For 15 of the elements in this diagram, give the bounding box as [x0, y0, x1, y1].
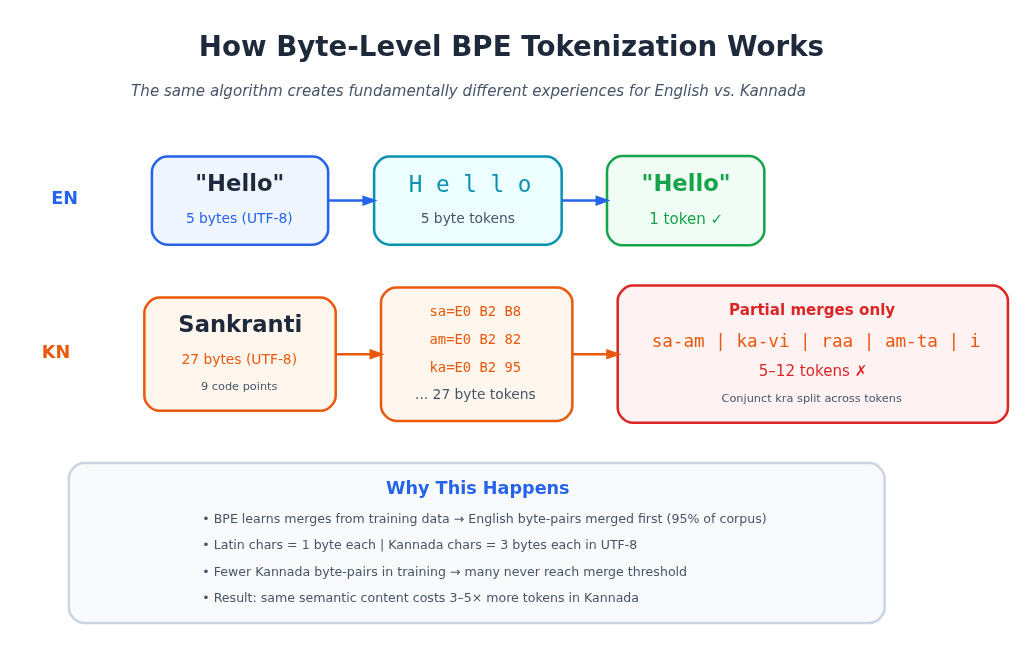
node-box: Why This Happens • BPE learns merges from training data → English byte-pairs merged first (95% of corpus) • Latin chars = 1 byte each | Kannada chars = 3 bytes each in UTF-8 • Fewer Kannada byte-pairs in training → many never reach merge threshold • Result: same semantic content costs 3–5× more tokens in Kannada	[67, 461, 886, 624]
arrow	[335, 348, 385, 359]
node-box: sa=E0 B2 B8 am=E0 B2 82 ka=E0 B2 95 ... 27 byte tokens	[379, 285, 574, 422]
label: The same algorithm creates fundamentally different experiences for English vs. Kannada	[130, 81, 806, 100]
node-box: "Hello" 5 bytes (UTF-8)	[150, 154, 329, 246]
arrow	[561, 194, 611, 206]
arrow	[328, 194, 378, 206]
node-box: "Hello" 1 token ✓	[605, 154, 766, 247]
label: KN	[41, 341, 70, 362]
arrow	[572, 348, 621, 359]
node-box: H e l l o 5 byte tokens	[372, 154, 563, 246]
node-box: Sankranti 27 bytes (UTF-8) 9 code points	[142, 295, 337, 412]
diagram-title: How Byte-Level BPE Tokenization Works	[198, 29, 824, 63]
label: EN	[50, 187, 78, 208]
node-box: Partial merges only sa-am | ka-vi | raa | am-ta | i 5–12 tokens ✗ Conjunct kra split across tokens	[615, 283, 1009, 424]
